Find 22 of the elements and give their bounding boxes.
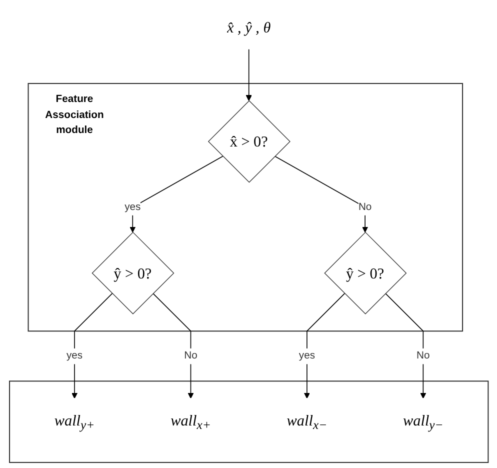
arrow bbox=[304, 293, 345, 399]
edge-label: yes bbox=[124, 200, 140, 213]
node-diamond: x̂ > 0? bbox=[208, 100, 290, 183]
edge-label: No bbox=[416, 350, 430, 362]
node-text: wall$_{x−}$ bbox=[286, 411, 327, 432]
node-diamond: ŷ > 0? bbox=[91, 232, 174, 314]
edge-label: No bbox=[184, 350, 198, 362]
cluster bbox=[8, 380, 488, 463]
arrow bbox=[71, 293, 112, 399]
node-text: wall$_{y+}$ bbox=[54, 411, 94, 432]
arrow bbox=[245, 48, 252, 102]
arrow bbox=[152, 293, 194, 399]
edge-label: yes bbox=[298, 350, 315, 362]
edge-label: No bbox=[358, 200, 372, 213]
node-diamond: ŷ > 0? bbox=[324, 232, 406, 314]
arrow bbox=[384, 293, 426, 399]
arrow bbox=[274, 156, 368, 233]
node-text: wall$_{x+}$ bbox=[170, 411, 211, 432]
edge-label: yes bbox=[66, 350, 82, 362]
node-text: x̂ , ŷ , θ̂ bbox=[226, 18, 270, 36]
node-text: wall$_{y−}$ bbox=[402, 411, 443, 432]
arrow bbox=[129, 156, 223, 233]
